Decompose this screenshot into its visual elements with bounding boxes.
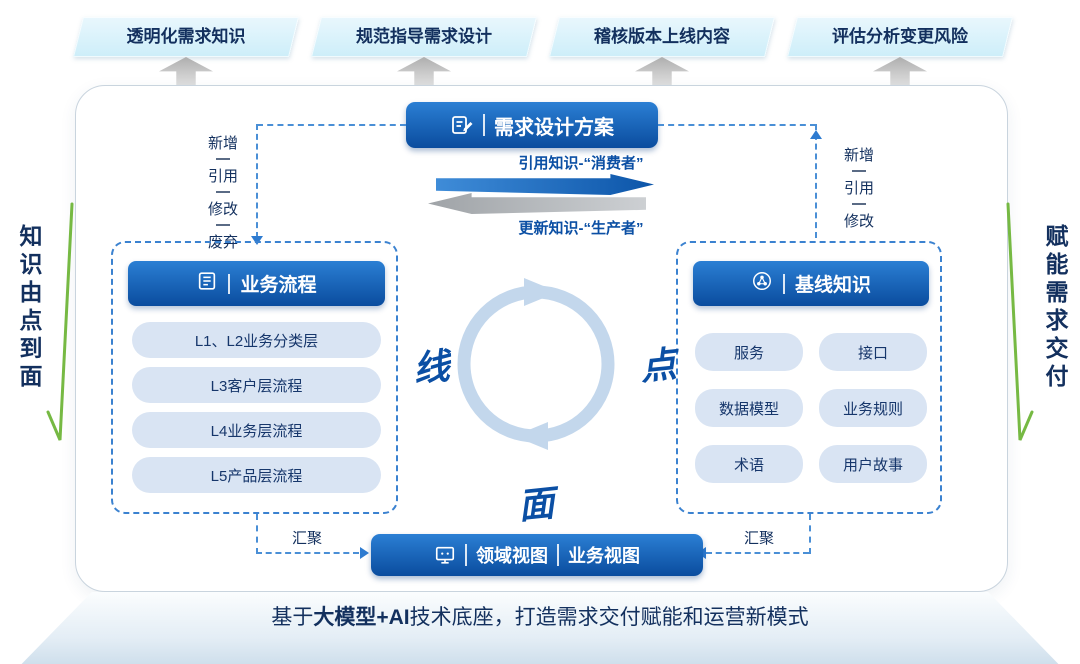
converge-label-left: 汇聚 [291,530,322,547]
cycle-label-line: 线 [411,345,452,391]
top-banner-2-label: 规范指导需求设计 [356,27,492,46]
knowledge-item: 业务规则 [819,389,927,427]
converge-line-right [809,514,811,554]
connector-label: 引用 [832,170,886,198]
design-plan-label: 需求设计方案 [494,116,614,139]
pill-divider [782,273,785,294]
footer-suffix: 技术底座，打造需求交付赋能和运营新模式 [409,606,809,629]
up-arrow-icon [159,57,213,87]
process-box-header: 业务流程 [128,261,385,306]
process-box: 业务流程 L1、L2业务分类层 L3客户层流程 L4业务层流程 L5产品层流程 [111,241,398,514]
cycle-arrow-icon [457,278,615,450]
design-plan-pill: 需求设计方案 [406,102,658,148]
footer-text: 基于大模型+AI技术底座，打造需求交付赋能和运营新模式 [0,601,1080,631]
arrow-down-icon [251,236,263,245]
pill-divider [465,544,467,566]
top-banner-1-label: 透明化需求知识 [126,27,246,46]
connector-label: 新增 [843,147,874,164]
edit-document-icon [450,113,474,137]
arrow-up-icon [810,130,822,139]
footer-highlight: 大模型+AI [313,606,410,629]
knowledge-box: 基线知识 服务 接口 数据模型 业务规则 术语 用户故事 [676,241,942,514]
process-item: L4业务层流程 [132,412,381,448]
side-label-left: 知识由点到面 [16,224,42,392]
converge-line-left [256,514,258,554]
footer-platform [21,592,1059,664]
knowledge-item: 服务 [695,333,803,371]
footer-prefix: 基于 [271,606,314,629]
up-arrow-icon [873,57,927,87]
left-connector-line [257,124,406,126]
up-arrow-icon [635,57,689,87]
knowledge-item: 接口 [819,333,927,371]
converge-label-right: 汇聚 [743,530,774,547]
main-panel: 需求设计方案 新增 引用 修改 废弃 新增 引用 修改 引用知识-“消费者” 更… [75,85,1008,592]
top-banner-1: 透明化需求知识 [73,17,299,57]
connector-label: 新增 [207,135,238,152]
pill-divider [228,273,231,294]
cycle-label-surface: 面 [516,482,557,528]
process-box-title: 业务流程 [240,275,317,296]
views-pill: 领域视图 业务视图 [371,534,703,576]
top-banner-3-label: 稽核版本上线内容 [594,27,730,46]
produce-arrow-left-icon [428,193,646,214]
views-left-label: 领域视图 [476,546,548,566]
consume-arrow-right-icon [436,174,654,195]
knowledge-item: 数据模型 [695,389,803,427]
top-banner-4: 评估分析变更风险 [787,17,1013,57]
up-arrow-icon [397,57,451,87]
knowledge-item: 术语 [695,445,803,483]
process-item: L3客户层流程 [132,367,381,403]
top-banner-4-label: 评估分析变更风险 [832,27,968,46]
book-lines-icon [196,270,218,298]
pill-divider [483,114,485,136]
left-connector-line [256,124,258,238]
knowledge-box-header: 基线知识 [693,261,929,306]
connector-label: 修改 [196,191,250,219]
left-connector-labels: 新增 引用 修改 废弃 [196,132,250,252]
converge-line-left [256,552,359,554]
right-connector-line [815,124,817,238]
views-right-label: 业务视图 [568,546,640,566]
monitor-icon [434,544,456,566]
connector-label: 引用 [196,158,250,186]
green-accent-right [1006,202,1034,441]
cycle-label-point: 点 [638,343,679,389]
pill-divider [557,544,559,566]
produce-flow-label: 更新知识-“生产者” [518,220,644,237]
network-circle-icon [751,270,773,298]
process-item: L1、L2业务分类层 [132,322,381,358]
right-connector-line [658,124,816,126]
right-connector-labels: 新增 引用 修改 [832,144,886,231]
top-banner-2: 规范指导需求设计 [311,17,537,57]
green-accent-left [46,202,74,441]
consume-flow-label: 引用知识-“消费者” [518,155,644,172]
knowledge-item: 用户故事 [819,445,927,483]
top-banner-3: 稽核版本上线内容 [549,17,775,57]
side-label-right: 赋能需求交付 [1042,224,1068,392]
connector-label: 修改 [832,203,886,231]
process-item: L5产品层流程 [132,457,381,493]
arrow-right-icon [360,547,369,559]
knowledge-box-title: 基线知识 [794,275,871,296]
converge-line-right [706,552,809,554]
